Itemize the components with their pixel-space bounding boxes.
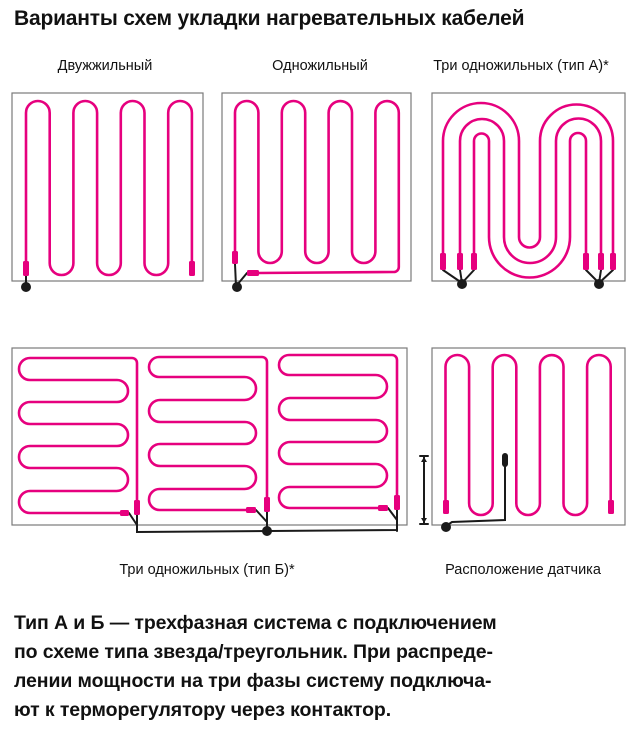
description-line: ют к терморегулятору через контактор.	[14, 699, 392, 721]
cable-coupling	[583, 253, 589, 270]
junction-box	[232, 282, 242, 292]
label-three-type-a: Три одножильных (тип А)*	[433, 58, 609, 74]
label-sensor-location: Расположение датчика	[445, 562, 601, 578]
cable-coupling	[23, 261, 29, 276]
heating-cable	[441, 101, 615, 264]
page-title: Варианты схем укладки нагревательных каб…	[14, 7, 525, 30]
cable-coupling	[134, 500, 140, 515]
description-line: Тип А и Б — трехфазная система с подключ…	[14, 612, 497, 634]
description-text: Тип А и Б — трехфазная система с подключ…	[14, 609, 634, 725]
cable-coupling	[443, 500, 449, 514]
junction-box	[594, 279, 604, 289]
diagram-frame-two-core	[11, 92, 204, 282]
connection-wire	[445, 466, 506, 527]
label-three-type-b: Три одножильных (тип Б)*	[119, 562, 295, 578]
diagram-frame-single-core	[221, 92, 412, 282]
cable-coupling	[608, 500, 614, 514]
connection-wire	[419, 455, 429, 525]
cable-coupling	[457, 253, 463, 270]
cable-coupling	[264, 497, 270, 512]
connection-wire	[128, 512, 138, 532]
diagram-frame-type-a	[431, 92, 626, 282]
junction-box	[262, 526, 272, 536]
cable-coupling	[610, 253, 616, 270]
heating-cable	[444, 353, 612, 517]
diagram-frame-type-b	[11, 347, 408, 526]
cable-coupling	[471, 253, 477, 270]
diagram-frame-sensor	[431, 347, 626, 526]
label-two-core: Двужжильный	[57, 58, 153, 74]
cable-coupling	[394, 495, 400, 510]
heating-cable	[233, 99, 401, 275]
description-line: лении мощности на три фазы систему подкл…	[14, 670, 492, 692]
cable-coupling	[378, 505, 388, 511]
heating-cable	[277, 353, 399, 510]
junction-box	[457, 279, 467, 289]
junction-box	[21, 282, 31, 292]
heating-cable	[24, 99, 194, 277]
cable-coupling	[247, 270, 259, 276]
label-single-core: Одножильный	[272, 58, 368, 74]
cable-coupling	[120, 510, 129, 516]
cable-coupling	[246, 507, 256, 513]
heating-cable	[458, 117, 603, 265]
layout-diagrams	[11, 92, 626, 536]
temperature-sensor-icon	[502, 453, 508, 467]
heating-cable	[472, 131, 588, 279]
heating-cable	[147, 355, 269, 512]
connection-wire	[387, 507, 398, 532]
cable-coupling	[232, 251, 238, 264]
junction-box	[441, 522, 451, 532]
cable-coupling	[440, 253, 446, 270]
cable-coupling	[189, 261, 195, 276]
description-line: по схеме типа звезда/треугольник. При ра…	[14, 641, 493, 663]
cable-coupling	[598, 253, 604, 270]
heating-cable	[17, 356, 139, 515]
